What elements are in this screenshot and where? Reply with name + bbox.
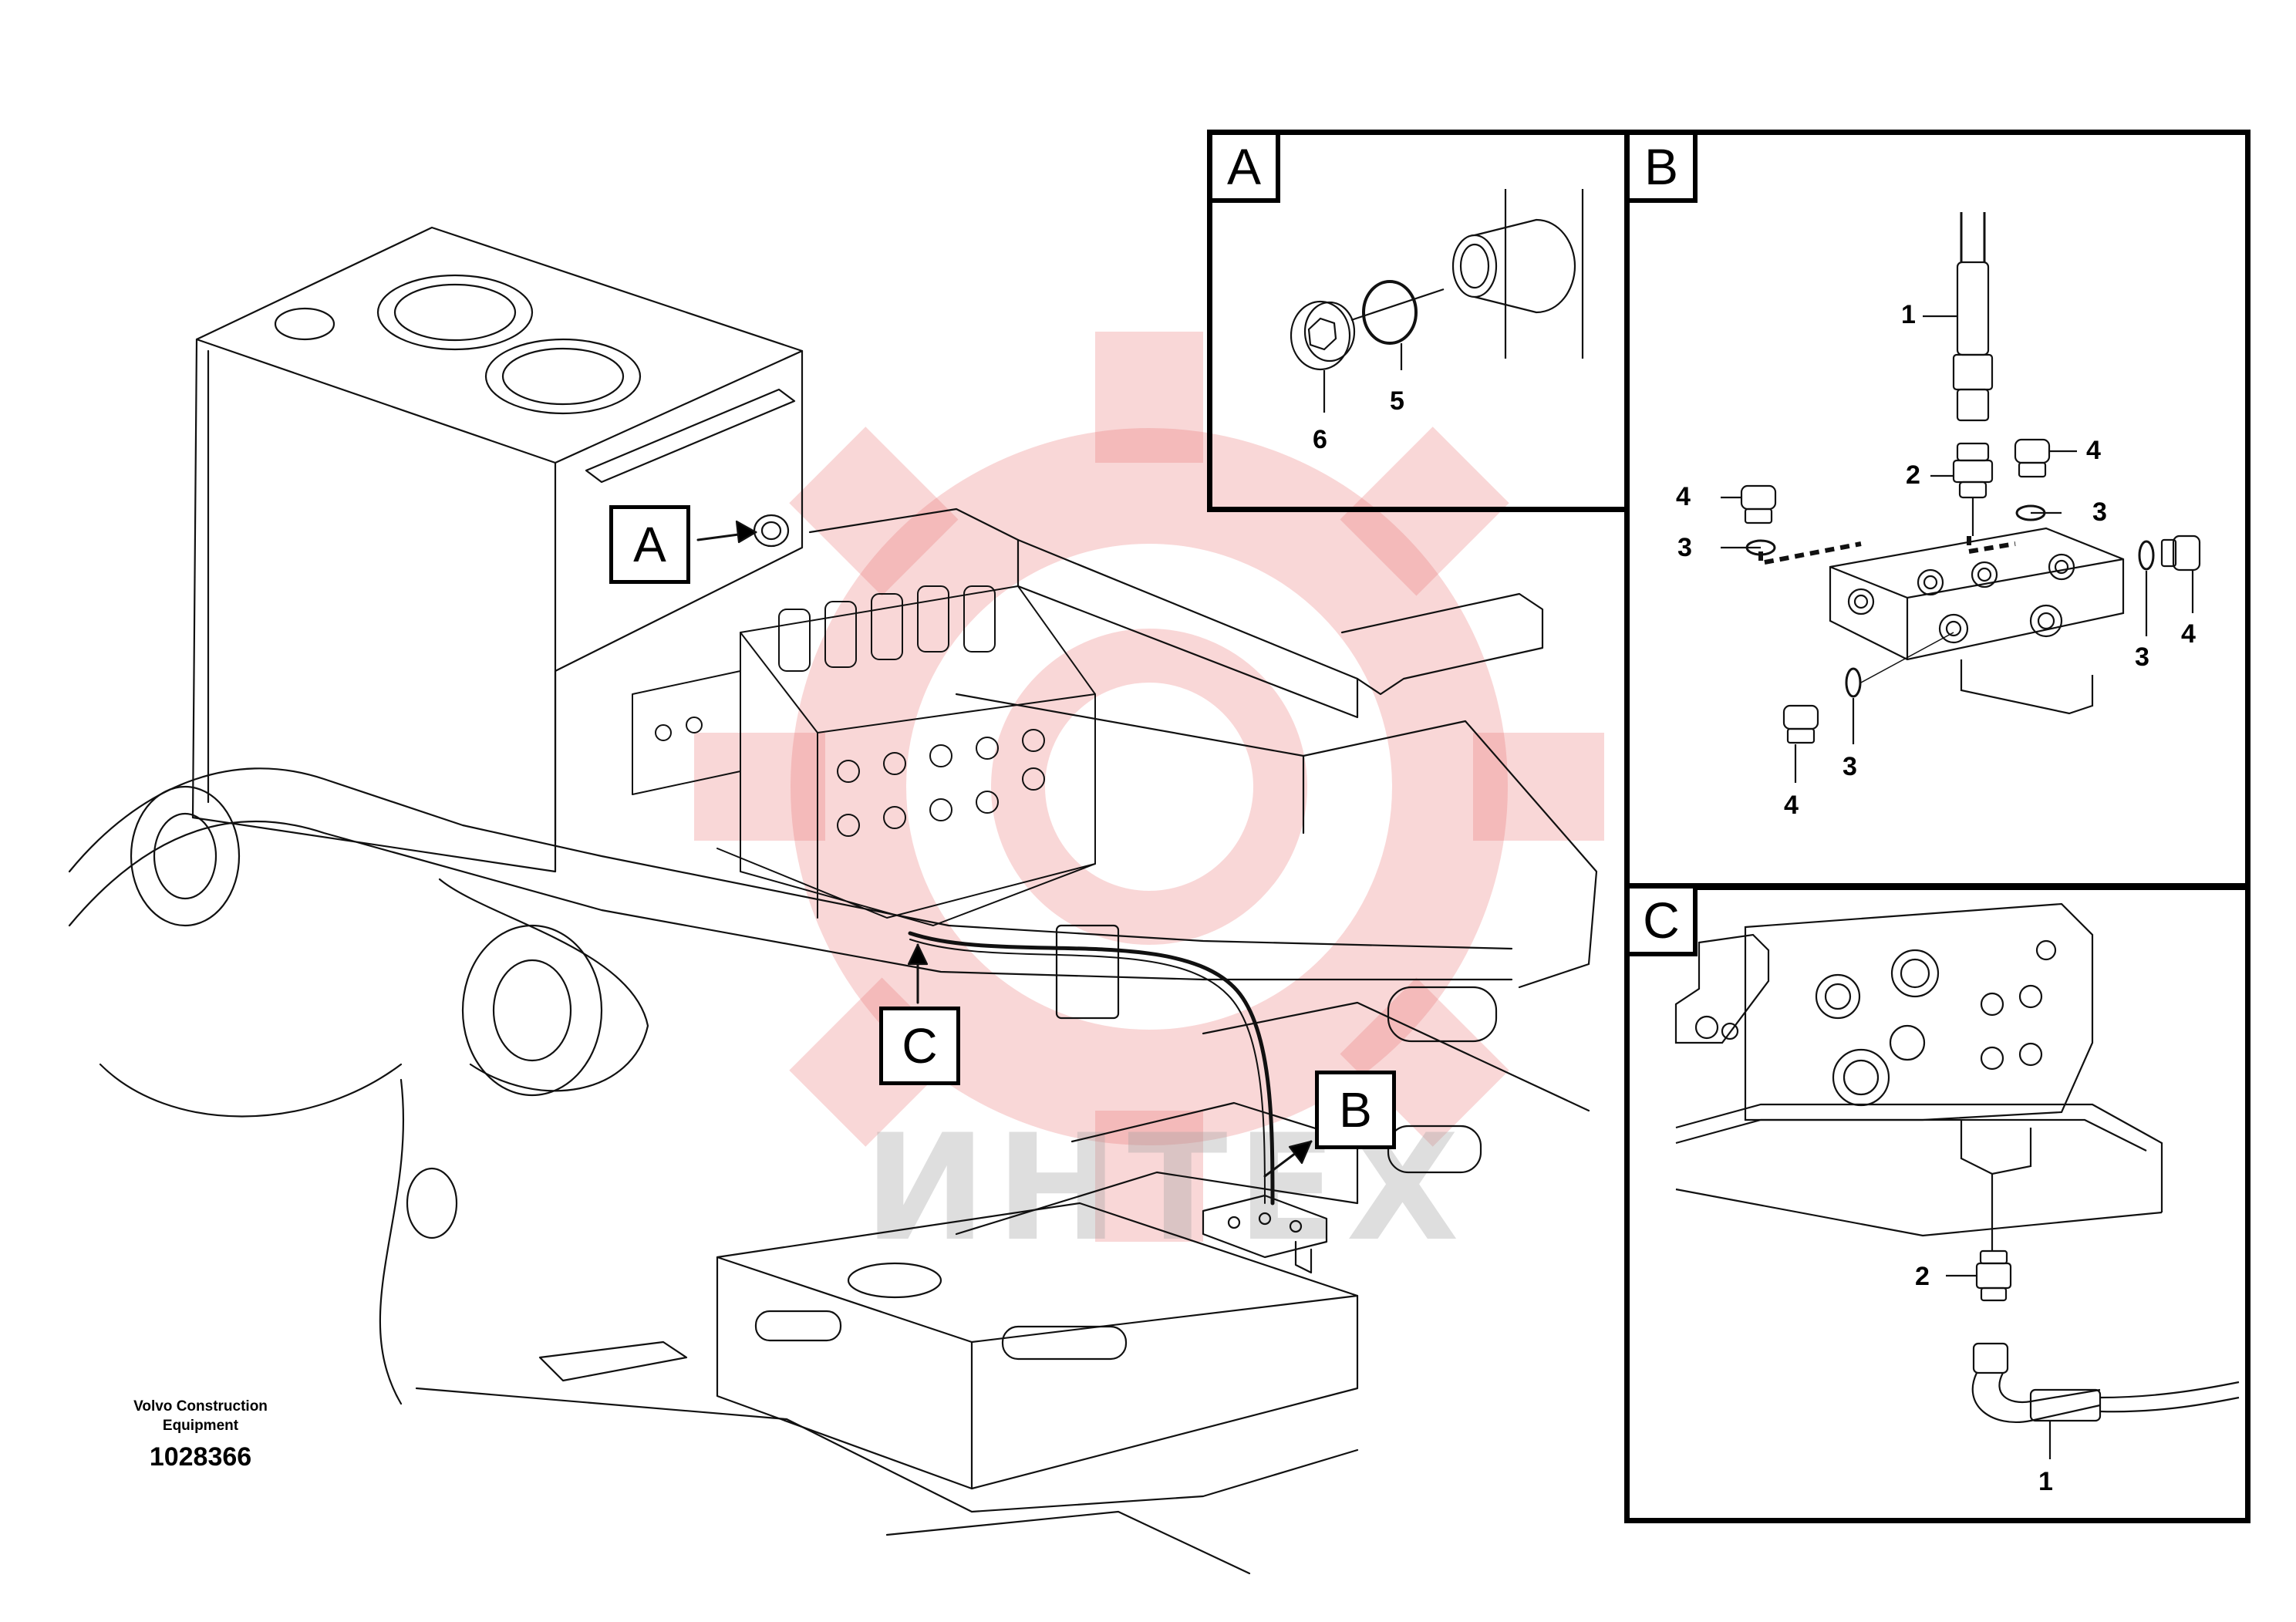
detail-panel-b: B bbox=[1624, 130, 2250, 890]
callout-a: A bbox=[609, 505, 690, 584]
panel-b-part-2: 2 bbox=[1906, 460, 1920, 490]
panel-a-part-5: 5 bbox=[1390, 386, 1404, 416]
panel-a-drawing bbox=[1290, 189, 1584, 413]
manufacturer-name: Volvo Construction Equipment bbox=[133, 1398, 268, 1434]
boom-bracket bbox=[68, 767, 1513, 1405]
drawing-number: 1028366 bbox=[149, 1442, 252, 1472]
panel-b-part-3: 3 bbox=[1677, 533, 1692, 562]
upper-frame bbox=[808, 508, 1598, 989]
panel-a-tag: A bbox=[1212, 135, 1280, 203]
hydraulic-tank bbox=[191, 226, 804, 873]
panel-b-part-1: 1 bbox=[1901, 300, 1916, 329]
panel-b-drawing bbox=[1721, 212, 2201, 783]
callout-c: C bbox=[879, 1007, 960, 1085]
detail-panel-a: A 6 5 bbox=[1207, 130, 1630, 512]
panel-b-part-3: 3 bbox=[1843, 752, 1857, 781]
panel-b-tag: B bbox=[1630, 135, 1698, 203]
panel-c-drawing bbox=[1674, 902, 2240, 1459]
lower-chassis bbox=[415, 924, 1590, 1575]
panel-c-part-1: 1 bbox=[2038, 1467, 2053, 1496]
panel-a-part-6: 6 bbox=[1313, 425, 1327, 454]
panel-b-part-3: 3 bbox=[2092, 497, 2107, 527]
panel-b-part-3: 3 bbox=[2135, 642, 2149, 672]
panel-c-part-2: 2 bbox=[1915, 1262, 1930, 1291]
panel-b-part-4: 4 bbox=[1784, 791, 1799, 820]
control-valve bbox=[632, 585, 1096, 926]
panel-b-part-4: 4 bbox=[2181, 619, 2196, 649]
distribution-block bbox=[1202, 1194, 1328, 1274]
panel-c-tag: C bbox=[1630, 889, 1698, 956]
panel-b-part-4: 4 bbox=[1676, 482, 1691, 511]
detail-panel-c: C bbox=[1624, 883, 2250, 1523]
callout-b: B bbox=[1315, 1071, 1396, 1149]
panel-b-part-4: 4 bbox=[2086, 436, 2101, 465]
